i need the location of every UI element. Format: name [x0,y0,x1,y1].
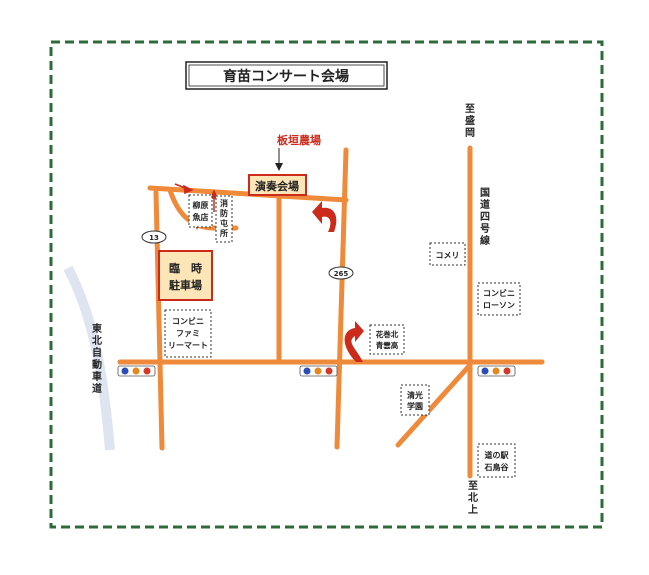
kiyomitsu-box [400,384,430,416]
fire-char-2: 防 [220,208,228,218]
route-265-marker [328,266,354,280]
road-route13 [153,189,165,451]
expressway-5: 車 [92,370,102,383]
expressway-road [63,265,115,451]
expressway-4: 動 [92,358,102,371]
to-kitakami-2: 北 [468,491,478,504]
kiyomitsu-line2: 学園 [407,401,423,411]
venue-box [248,174,307,196]
route-265-label: 265 [334,270,349,278]
yanagihara-line1: 柳原 [193,200,209,210]
to-morioka-3: 岡 [465,127,475,139]
road-route265 [334,147,349,450]
turn-arrow-north [312,201,337,232]
michinoeki-box [477,443,516,478]
lawson-line2: ローソン [483,301,515,310]
fire-char-3: 屯 [220,218,228,228]
famima-line3: リーマート [168,341,208,350]
road-diagonal [395,362,473,448]
expressway-2: 北 [92,334,102,347]
hanamaki-line2: 青雲高 [376,340,399,350]
parking-line2: 駐車場 [169,278,202,292]
farm-label: 板垣農場 [277,133,321,147]
route4-5: 線 [480,234,490,247]
fire-char-1: 消 [220,198,228,208]
turn-arrow-south [344,321,364,362]
yanagihara-line2: 魚店 [193,212,209,222]
traffic-light-center [299,365,338,377]
kiyomitsu-line1: 清光 [407,390,423,400]
famima-line1: コンビニ [172,316,204,326]
lawson-line1: コンビニ [483,288,515,298]
to-morioka-2: 盛 [465,114,475,127]
fire-station-box [215,195,233,243]
parking-box [158,250,213,301]
route-13-marker [141,230,167,244]
michinoeki-line2: 石鳥谷 [484,462,510,472]
expressway-3: 自 [92,346,102,359]
parking-line1: 臨 時 [169,261,202,275]
komeri-label: コメリ [436,251,460,260]
expressway-6: 道 [92,382,102,395]
expressway-1: 東 [92,322,102,335]
famima-line2: ファミ [176,329,200,338]
lawson-box [477,282,521,316]
traffic-light-east [477,365,516,377]
komeri-box [429,242,466,266]
famima-box [164,309,212,358]
traffic-light-west [117,365,156,377]
route4-3: 四 [480,211,490,223]
to-morioka-1: 至 [465,103,475,115]
route4-4: 号 [480,223,490,235]
route-13-label: 13 [149,234,159,242]
yanagihara-shop-box [188,194,213,228]
route4-2: 道 [480,198,490,211]
venue-label: 演奏会場 [255,179,299,193]
to-kitakami-1: 至 [468,480,478,492]
hanamaki-line1: 花巻北 [376,329,399,339]
title-box [185,61,388,90]
hanamaki-box [369,324,405,355]
fire-char-4: 所 [219,228,228,238]
map-title: 育苗コンサート会場 [223,68,349,85]
michinoeki-line1: 道の駅 [485,450,510,460]
route4-1: 国 [480,187,490,199]
to-kitakami-3: 上 [468,503,478,516]
